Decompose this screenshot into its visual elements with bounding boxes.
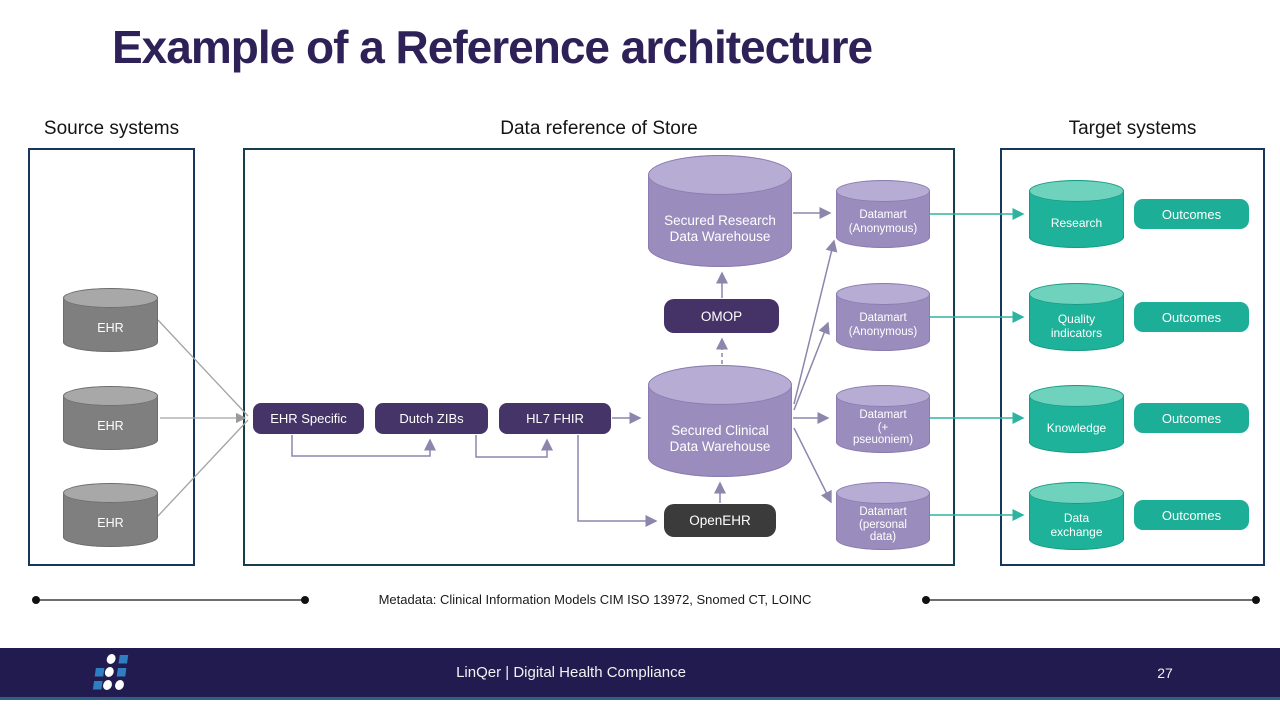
research-cylinder: Research [1029,180,1124,248]
ehr-cylinder-3: EHR [63,483,158,547]
data-store-panel [243,148,955,566]
source-systems-panel [28,148,195,566]
outcomes-badge-1: Outcomes [1134,199,1249,229]
secured-clinical-warehouse-cylinder: Secured Clinical Data Warehouse [648,365,792,477]
target-systems-heading: Target systems [1068,118,1197,139]
datamart-label: Datamart (personal data) [859,506,907,544]
ehr-cylinder-2: EHR [63,386,158,450]
ehr-specific-box: EHR Specific [253,403,364,434]
warehouse-label: Secured Research Data Warehouse [664,212,776,244]
purple-connectors [291,207,838,527]
ehr-label: EHR [97,320,124,335]
quality-indicators-cylinder: Quality indicators [1029,283,1124,351]
target-systems-panel [1000,148,1265,566]
ehr-cylinder-1: EHR [63,288,158,352]
ehr-label: EHR [97,515,124,530]
datamart-label: Datamart (Anonymous) [848,209,918,235]
knowledge-cylinder: Knowledge [1029,385,1124,453]
dimension-lines [32,596,1260,604]
footer-bar: LinQer | Digital Health Compliance 27 [0,648,1280,700]
warehouse-label: Secured Clinical Data Warehouse [669,422,771,454]
outcomes-badge-2: Outcomes [1134,302,1249,332]
data-exchange-cylinder: Data exchange [1029,482,1124,550]
outcomes-badge-3: Outcomes [1134,403,1249,433]
ehr-to-ehrspecific-lines [157,319,249,517]
datamart-cylinder-3: Datamart (+ pseuoniem) [836,385,930,453]
footer-text: LinQer | Digital Health Compliance [456,664,686,681]
target-label: Data exchange [1050,510,1103,539]
datamart-cylinder-2: Datamart (Anonymous) [836,283,930,351]
teal-connectors [930,208,1025,521]
ehr-label: EHR [97,418,124,433]
data-reference-heading: Data reference of Store [500,118,698,139]
secured-research-warehouse-cylinder: Secured Research Data Warehouse [648,155,792,267]
metadata-note: Metadata: Clinical Information Models CI… [378,592,812,607]
datamart-cylinder-1: Datamart (Anonymous) [836,180,930,248]
openehr-box: OpenEHR [664,504,776,537]
slide-title: Example of a Reference architecture [112,21,873,73]
source-systems-heading: Source systems [43,118,180,139]
target-label: Research [1050,215,1103,230]
hl7-fhir-box: HL7 FHIR [499,403,611,434]
datamart-label: Datamart (+ pseuoniem) [852,409,914,447]
page-number: 27 [1157,664,1173,681]
target-label: Quality indicators [1050,311,1103,340]
datamart-label: Datamart (Anonymous) [848,312,918,338]
datamart-cylinder-4: Datamart (personal data) [836,482,930,550]
linqer-logo [92,654,129,690]
target-label: Knowledge [1046,420,1107,435]
outcomes-badge-4: Outcomes [1134,500,1249,530]
dutch-zibs-box: Dutch ZIBs [375,403,488,434]
omop-box: OMOP [664,299,779,333]
